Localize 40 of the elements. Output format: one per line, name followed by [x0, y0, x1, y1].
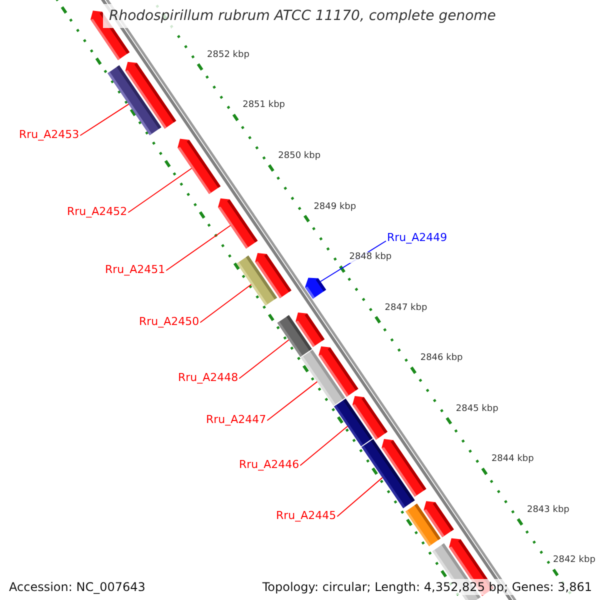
- scale-label: 2842 kbp: [552, 555, 596, 566]
- scale-label: 2850 kbp: [277, 151, 322, 162]
- scale-label: 2845 kbp: [454, 404, 500, 415]
- gene-label: Rru_A2447: [206, 413, 266, 426]
- gene-label: Rru_A2450: [139, 315, 200, 328]
- gene-segment: [178, 138, 221, 194]
- gene-segment: [125, 62, 176, 129]
- scale-label: 2851 kbp: [242, 100, 286, 112]
- gene-segment: [318, 346, 358, 397]
- gene-label: Rru_A2449: [387, 231, 448, 244]
- scale-label: 2846 kbp: [419, 353, 464, 364]
- genome-summary: Topology: circular; Length: 4,352,825 bp; Genes: 3,861: [260, 579, 594, 595]
- leader-line: [128, 168, 192, 213]
- scale-label: 2849 kbp: [312, 202, 358, 213]
- leader-line: [266, 381, 318, 421]
- gene-segment: [296, 312, 325, 347]
- leader-line: [300, 426, 348, 466]
- gene-segment: [218, 198, 258, 249]
- scale-label: 2848 kbp: [348, 252, 393, 264]
- gene-label: Rru_A2446: [239, 458, 300, 471]
- leader-line: [336, 477, 383, 517]
- gene-segment: [255, 253, 292, 298]
- gene-label: Rru_A2453: [19, 128, 80, 141]
- scale-label: 2847 kbp: [384, 302, 428, 314]
- gene-segment: [352, 396, 388, 440]
- leader-line: [166, 225, 231, 271]
- accession-text: Accession: NC_007643: [7, 579, 148, 595]
- gene-label: Rru_A2452: [67, 205, 128, 218]
- gene-label: Rru_A2445: [276, 509, 336, 522]
- scale-label: 2843 kbp: [526, 504, 570, 516]
- leader-line: [200, 284, 252, 323]
- leader-line: [238, 339, 290, 379]
- gene-segment: [424, 501, 454, 538]
- gene-label: Rru_A2448: [178, 371, 238, 384]
- gene-segment: [382, 439, 426, 497]
- scale-label: 2852 kbp: [206, 50, 250, 61]
- leader-line: [80, 104, 130, 136]
- gene-segment: [305, 278, 326, 299]
- gene-label: Rru_A2451: [105, 263, 166, 276]
- scale-label: 2844 kbp: [490, 454, 535, 466]
